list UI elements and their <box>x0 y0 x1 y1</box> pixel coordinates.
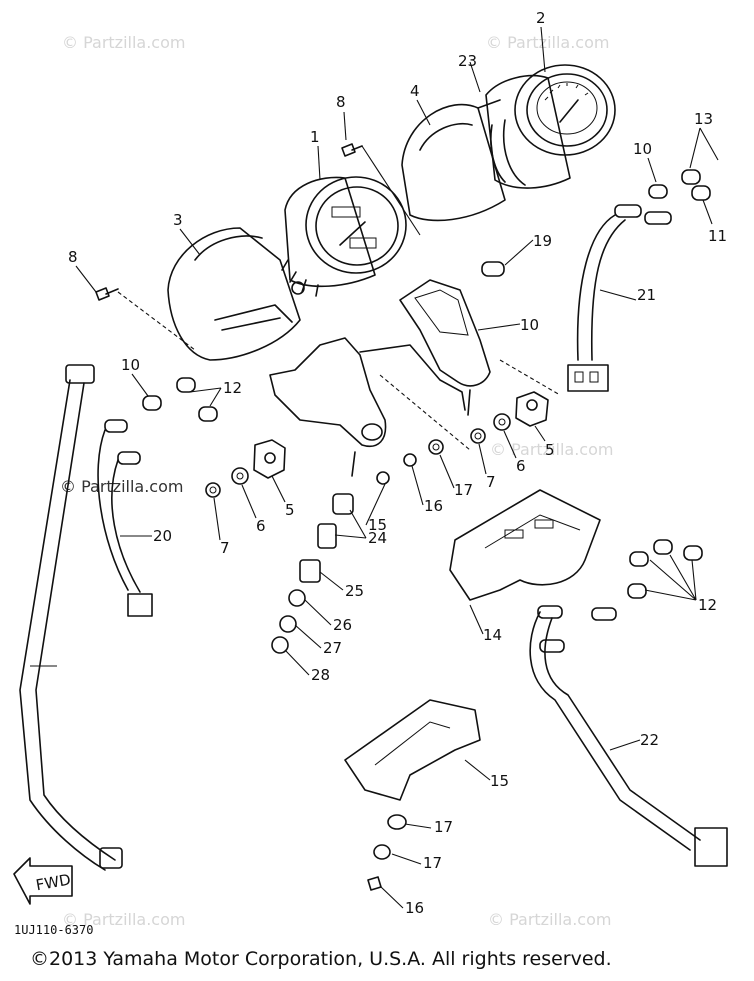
meter-panel <box>449 489 601 601</box>
watermarks: © Partzilla.com © Partzilla.com © Partzi… <box>60 33 613 929</box>
leader-lines <box>117 145 561 451</box>
watermark: © Partzilla.com <box>62 33 185 52</box>
callout-leaders <box>30 26 719 909</box>
callout-27: 28 <box>311 666 330 684</box>
callout-15: 16 <box>405 899 424 917</box>
fastener-stack <box>271 493 354 654</box>
speedometer-gauge <box>281 176 407 297</box>
bulb-set-left <box>142 377 218 422</box>
copyright-footer: ©2013 Yamaha Motor Corporation, U.S.A. A… <box>30 948 612 970</box>
fwd-label: FWD <box>34 871 72 895</box>
callout-1: 1 <box>310 128 320 146</box>
bottom-fasteners <box>367 814 407 891</box>
callout-12: 13 <box>694 110 713 128</box>
callout-21: 22 <box>640 731 659 749</box>
callout-7: 7 <box>220 539 230 557</box>
wire-harness <box>567 204 672 392</box>
meter-cover <box>167 227 301 361</box>
watermark: © Partzilla.com <box>62 910 185 929</box>
callout-16: 16 <box>424 497 443 515</box>
callout-4: 4 <box>410 82 420 100</box>
callout-22: 23 <box>458 52 477 70</box>
bulb-set <box>627 539 703 599</box>
callout-5: 5 <box>545 441 555 459</box>
screw-washer-set <box>376 439 444 485</box>
callout-15: 15 <box>368 516 387 534</box>
callout-23: 24 <box>368 529 387 547</box>
bottom-cover <box>344 699 481 801</box>
callout-24: 25 <box>345 582 364 600</box>
callout-7: 7 <box>486 473 496 491</box>
callout-13: 14 <box>483 626 502 644</box>
callout-16: 17 <box>423 854 442 872</box>
forward-arrow: FWD <box>13 857 73 905</box>
tachometer-gauge <box>401 64 616 222</box>
callout-12: 12 <box>223 379 242 397</box>
grommet-set-right <box>470 391 549 444</box>
callout-11: 12 <box>698 596 717 614</box>
callout-5: 5 <box>285 501 295 519</box>
callout-3: 3 <box>173 211 183 229</box>
callout-14: 15 <box>490 772 509 790</box>
bulb-set-right <box>648 169 711 201</box>
watermark: © Partzilla.com <box>490 440 613 459</box>
callout-8: 8 <box>336 93 346 111</box>
watermark: © Partzilla.com <box>488 910 611 929</box>
callout-6: 6 <box>256 517 266 535</box>
callout-10: 10 <box>121 356 140 374</box>
callout-6: 6 <box>516 457 526 475</box>
bulb <box>481 261 505 277</box>
callout-labels: 1 2 3 4 5 5 6 6 7 7 8 8 10 10 10 11 12 1… <box>68 9 727 917</box>
callout-10: 11 <box>708 227 727 245</box>
callout-9: 10 <box>520 316 539 334</box>
callout-17: 17 <box>454 481 473 499</box>
callout-20: 21 <box>637 286 656 304</box>
callout-2: 2 <box>536 9 546 27</box>
part-code: 1UJ110-6370 <box>14 923 93 937</box>
callout-17: 17 <box>434 818 453 836</box>
speedometer-cable <box>19 364 123 871</box>
callout-10: 10 <box>633 140 652 158</box>
meter-bracket <box>359 279 491 416</box>
callout-26: 27 <box>323 639 342 657</box>
wire-harness <box>529 605 728 867</box>
callout-8: 8 <box>68 248 78 266</box>
screw-bolt <box>95 143 363 301</box>
callout-25: 26 <box>333 616 352 634</box>
watermark: © Partzilla.com <box>486 33 609 52</box>
callout-18: 19 <box>533 232 552 250</box>
meter-stay <box>269 337 387 477</box>
callout-19: 20 <box>153 527 172 545</box>
grommet-set-left <box>205 439 286 498</box>
wire-harness <box>97 419 153 617</box>
watermark: © Partzilla.com <box>60 477 183 496</box>
